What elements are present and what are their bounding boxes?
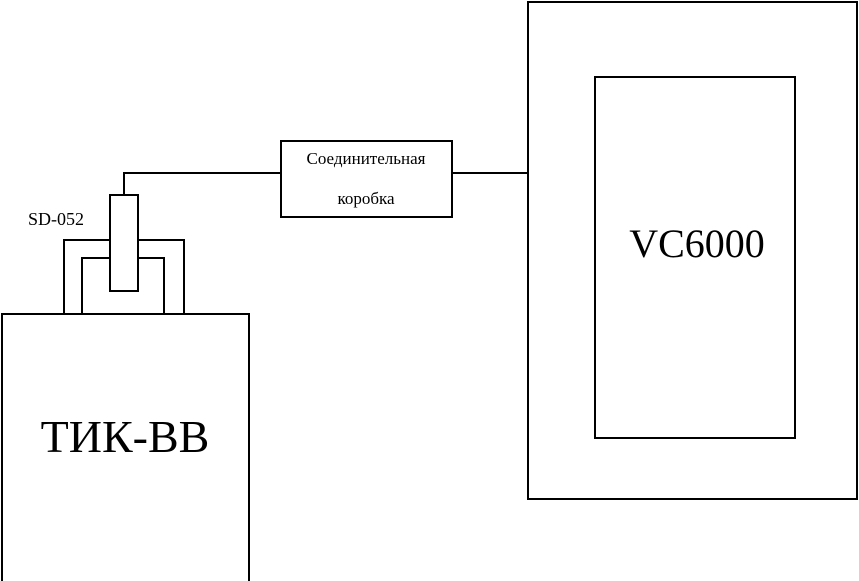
- sensor-body: [109, 194, 139, 292]
- sd052-label: SD-052: [28, 209, 84, 229]
- junction-box-label-line1: Соединительная: [307, 149, 426, 168]
- vc6000-label: VC6000: [629, 221, 765, 266]
- vc6000-inner-panel: [594, 76, 796, 439]
- tik-vv-label: ТИК-ВВ: [41, 411, 210, 462]
- sensor-cable: [123, 172, 281, 195]
- junction-box-label-line2: коробка: [337, 189, 395, 208]
- vc6000-device: VC6000: [527, 1, 858, 500]
- tik-vv-device: ТИК-ВВ: [1, 313, 250, 581]
- sd052-sensor: SD-052: [28, 194, 139, 292]
- junction-box: Соединительная коробка: [280, 140, 453, 218]
